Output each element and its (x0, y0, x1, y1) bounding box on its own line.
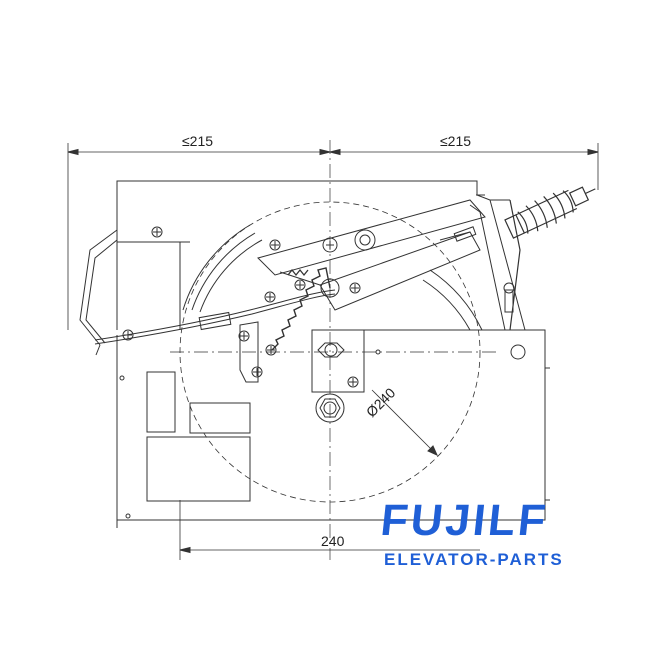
top-dimension (67, 143, 599, 330)
right-spring-assembly (504, 186, 596, 331)
screw-icon (119, 375, 125, 381)
screw-icon (269, 239, 281, 251)
right-frame (469, 194, 526, 331)
right-pin (503, 282, 515, 313)
screw-icon (264, 291, 276, 303)
lower-bracket (311, 329, 365, 393)
screw-icon (151, 226, 163, 238)
center-lines (170, 140, 500, 560)
bottom-width-label: 240 (321, 533, 345, 549)
base-cutouts (146, 371, 251, 502)
cable-clamp (198, 311, 259, 383)
screw-icon (347, 376, 359, 388)
bottom-dimension (179, 500, 480, 560)
sheave-diameter-label: Ø240 (363, 384, 399, 420)
sheave-rim (182, 224, 483, 331)
screw-icon (251, 366, 263, 378)
spring-anchor (320, 278, 340, 298)
cable (94, 289, 336, 345)
brand-logo: FUJILF (378, 496, 551, 545)
small-spring (287, 268, 309, 277)
brand-tagline: ELEVATOR-PARTS (384, 550, 564, 569)
screw-icon (265, 344, 277, 356)
tension-spring (271, 267, 331, 351)
screw-icon (294, 279, 306, 291)
screw-icon (238, 330, 250, 342)
shaft-nut (315, 393, 345, 423)
sheave-pitch-circle (179, 201, 481, 503)
screw-icon (125, 513, 131, 519)
left-width-label: ≤215 (182, 133, 213, 149)
upper-bracket (116, 180, 485, 330)
screw-icon (349, 282, 361, 294)
screw-icon (375, 349, 381, 355)
lever-arm (257, 199, 486, 311)
left-hook (79, 229, 118, 356)
base-plate (116, 329, 550, 528)
screws (119, 226, 526, 519)
diameter-leader (371, 389, 438, 456)
right-width-label: ≤215 (440, 133, 471, 149)
screw-icon (510, 344, 526, 360)
screw-icon (122, 329, 134, 341)
